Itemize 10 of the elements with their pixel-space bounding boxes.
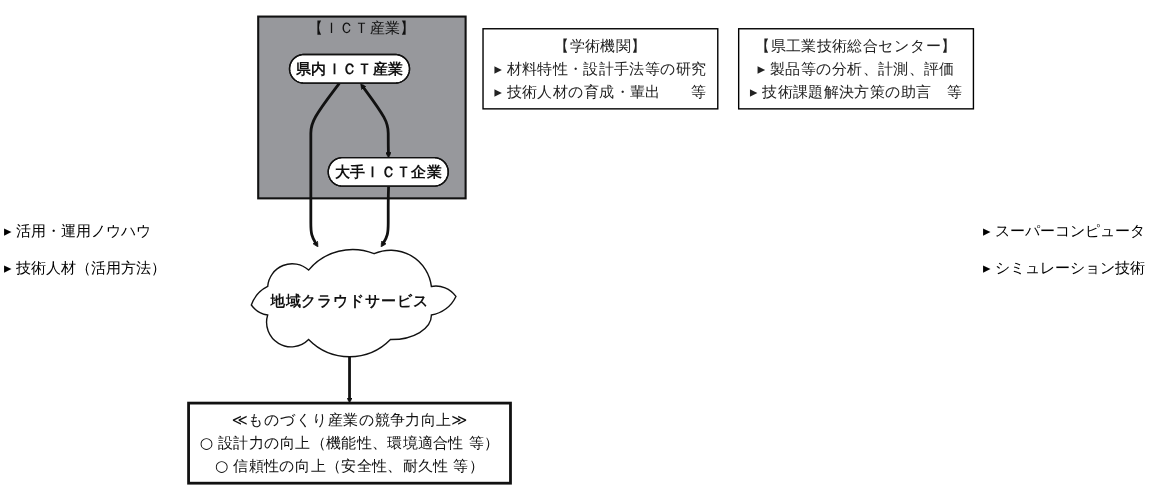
node-box: 【県工業技術総合センター】 ▸ 製品等の分析、計測、評価 ▸ 技術課題解決方策の助言 等 (738, 28, 975, 110)
bullet-note: ▸ スーパーコンピュータ (983, 222, 1147, 241)
arrow (380, 186, 390, 248)
node-box: ≪ものづくり産業の競争力向上≫ ○ 設計力の向上（機能性、環境適合性 等） ○ 信頼性の向上（安全性、耐久性 等） (187, 401, 512, 485)
bullet-note: ▸ 技術人材（活用方法） (4, 259, 168, 278)
node-box: 【学術機関】 ▸ 材料特性・設計手法等の研究 ▸ 技術人材の育成・輩出 等 (482, 28, 719, 110)
arrow (309, 82, 341, 248)
bullet-note: ▸ 活用・運用ノウハウ (4, 222, 153, 241)
bullet-note: ▸ シミュレーション技術 (983, 259, 1147, 278)
arrow (360, 83, 392, 159)
